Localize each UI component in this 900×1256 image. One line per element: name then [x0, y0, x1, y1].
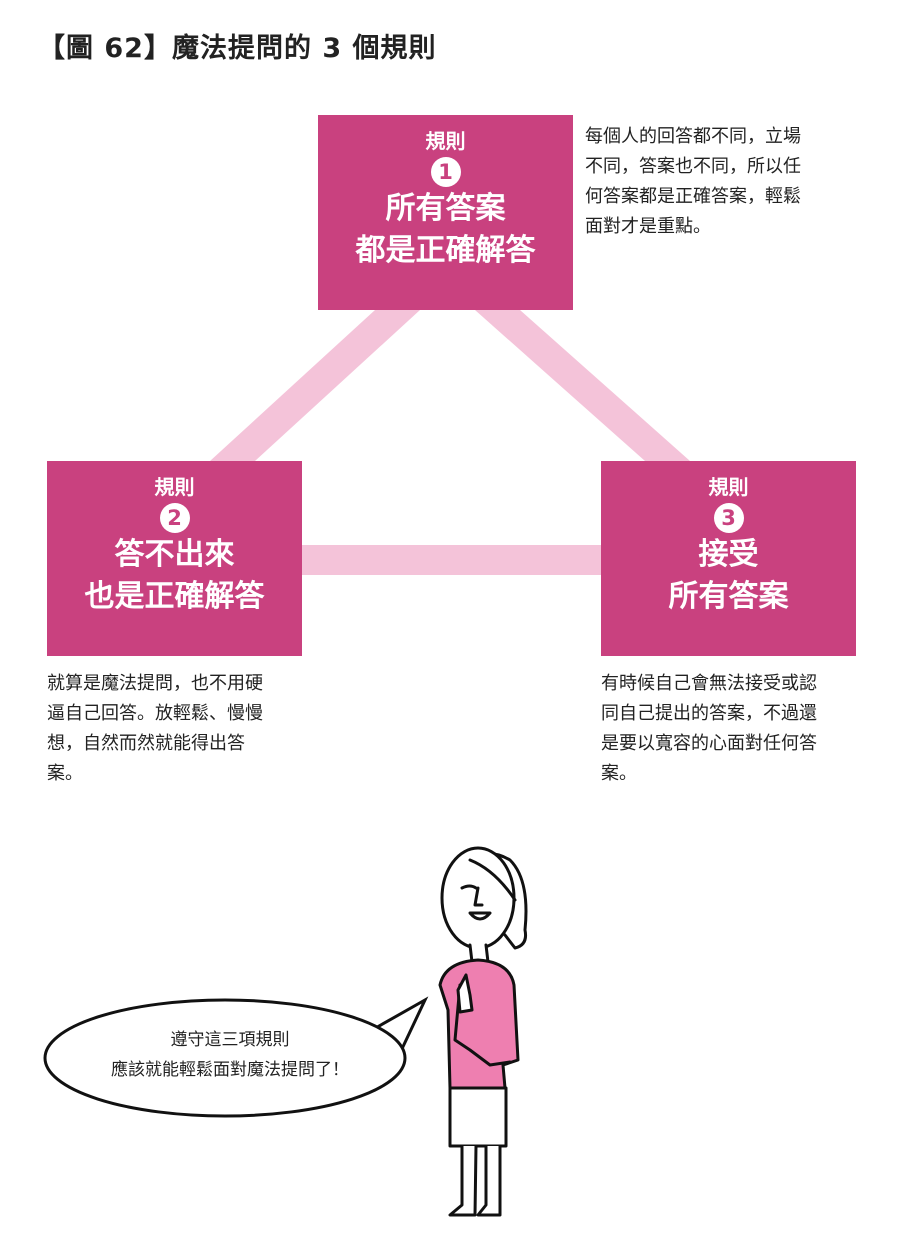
- description-line: 案。: [47, 763, 83, 784]
- rule-3-description: 有時候自己會無法接受或認 同自己提出的答案，不過還 是要以寬容的心面對任何答 案…: [601, 669, 871, 789]
- description-line: 就算是魔法提問，也不用硬: [47, 673, 263, 694]
- description-line: 同自己提出的答案，不過還: [601, 703, 817, 724]
- rule-1-number-badge: 1: [430, 157, 461, 187]
- rule-1-description: 每個人的回答都不同，立場 不同，答案也不同，所以任 何答案都是正確答案，輕鬆 面…: [585, 122, 855, 242]
- description-line: 想，自然而然就能得出答: [47, 733, 245, 754]
- description-line: 不同，答案也不同，所以任: [585, 156, 801, 177]
- rule-2-heading-line: 也是正確解答: [84, 579, 265, 614]
- figure-title: 【圖 62】魔法提問的 3 個規則: [38, 33, 437, 64]
- description-line: 何答案都是正確答案，輕鬆: [585, 186, 801, 207]
- rule-2-label: 規則: [154, 475, 195, 499]
- shirt: [438, 958, 520, 1090]
- triangle-connectors: [210, 310, 690, 575]
- speech-line: 遵守這三項規則: [170, 1030, 290, 1050]
- rule-1-heading-line: 所有答案: [385, 191, 506, 226]
- connector-rule2-rule3: [302, 545, 601, 575]
- rule-3-heading-line: 所有答案: [668, 579, 789, 614]
- rule-1-heading-line: 都是正確解答: [355, 233, 536, 268]
- description-line: 面對才是重點。: [585, 216, 711, 237]
- rule-3-label: 規則: [708, 475, 749, 499]
- rule-1-box: 規則 1 所有答案 都是正確解答: [318, 115, 573, 310]
- speech-bubble: [43, 996, 429, 1118]
- description-line: 案。: [601, 763, 637, 784]
- rule-3-number-badge: 3: [713, 503, 744, 533]
- description-line: 是要以寬容的心面對任何答: [601, 733, 817, 754]
- skirt: [448, 1086, 508, 1148]
- rule-2-description: 就算是魔法提問，也不用硬 逼自己回答。放輕鬆、慢慢 想，自然而然就能得出答 案。: [47, 669, 317, 789]
- speech-bubble-text: 遵守這三項規則 應該就能輕鬆面對魔法提問了！: [80, 1025, 380, 1085]
- rule-2-number-badge: 2: [159, 503, 190, 533]
- description-line: 每個人的回答都不同，立場: [585, 126, 801, 147]
- rule-3-heading-line: 接受: [698, 537, 759, 572]
- connector-rule1-rule3: [475, 310, 690, 461]
- connector-rule1-rule2: [210, 310, 420, 461]
- woman-illustration: [438, 846, 528, 1217]
- description-line: 有時候自己會無法接受或認: [601, 673, 817, 694]
- rule-2-heading-line: 答不出來: [114, 537, 235, 572]
- description-line: 逼自己回答。放輕鬆、慢慢: [47, 703, 263, 724]
- rule-1-label: 規則: [425, 129, 466, 153]
- rule-2-box: 規則 2 答不出來 也是正確解答: [47, 461, 302, 656]
- rule-3-box: 規則 3 接受 所有答案: [601, 461, 856, 656]
- speech-line: 應該就能輕鬆面對魔法提問了！: [111, 1060, 349, 1080]
